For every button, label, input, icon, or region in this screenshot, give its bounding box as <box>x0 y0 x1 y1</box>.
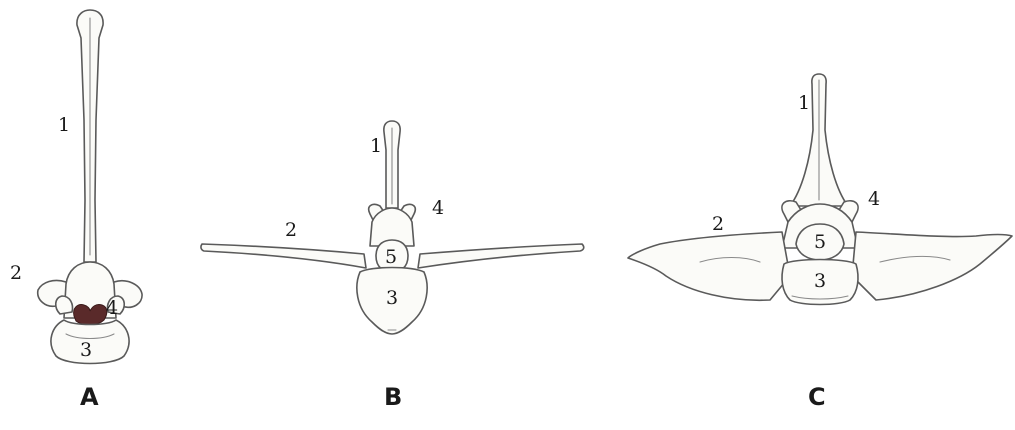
label-c-2: 2 <box>712 213 724 235</box>
label-a-4: 4 <box>106 297 118 319</box>
label-b-2: 2 <box>285 219 297 241</box>
label-a-2: 2 <box>10 262 22 284</box>
label-b-1: 1 <box>370 135 382 157</box>
label-c-3: 3 <box>814 270 826 292</box>
vertebra-a-articular-left <box>56 296 73 314</box>
panel-label-c: C <box>808 383 826 411</box>
label-b-4: 4 <box>432 197 444 219</box>
vertebra-b-transverse-left <box>201 244 366 268</box>
vertebra-c-transverse-right <box>852 232 1012 300</box>
label-c-1: 1 <box>798 92 810 114</box>
panel-label-b: B <box>384 383 402 411</box>
label-a-3: 3 <box>80 339 92 361</box>
vertebra-c-transverse-left <box>628 232 790 300</box>
label-c-5: 5 <box>814 231 826 253</box>
label-c-4: 4 <box>868 188 880 210</box>
label-a-1: 1 <box>58 114 70 136</box>
panel-label-a: A <box>80 383 99 411</box>
vertebra-a: 1 2 3 4 A <box>10 10 142 411</box>
vertebra-b-transverse-right <box>418 244 584 268</box>
label-b-5: 5 <box>385 246 397 268</box>
label-b-3: 3 <box>386 287 398 309</box>
vertebra-b: 1 2 3 4 5 B <box>201 121 584 411</box>
vertebra-c: 1 2 3 4 5 C <box>628 74 1012 411</box>
